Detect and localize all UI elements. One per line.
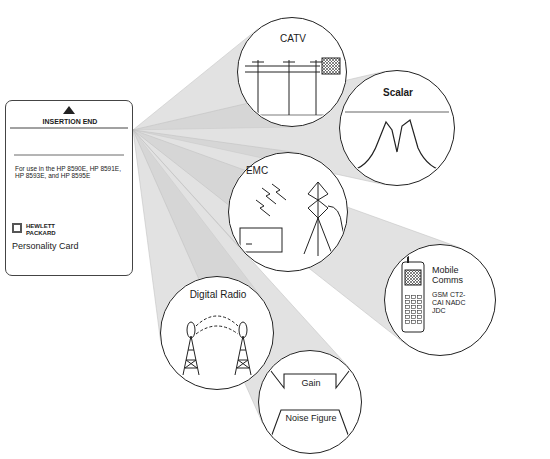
application-circle: Scalar	[339, 70, 455, 186]
catv-poles	[240, 58, 344, 115]
standard-list: GSM CT2-CAI NADC JDC	[432, 291, 468, 315]
application-circle: Digital Radio	[160, 276, 274, 390]
radio-towers	[183, 316, 251, 375]
circle-title: EMC	[237, 165, 277, 177]
card-note: For use in the HP 8590E, HP 8591E, HP 85…	[15, 165, 127, 180]
emc-antenna	[240, 182, 350, 256]
circle-title: Digital Radio	[173, 289, 263, 301]
circle-title: Mobile Comms	[432, 265, 474, 286]
brand-name: HEWLETT PACKARD	[26, 223, 86, 237]
card-name: Personality Card	[12, 241, 128, 251]
circle-title: CATV	[263, 33, 323, 45]
personality-card: INSERTION END For use in the HP 8590E, HP…	[5, 100, 133, 276]
mobile-phone	[402, 255, 424, 332]
scalar-trace	[345, 112, 449, 172]
circle-title: Scalar	[364, 87, 432, 99]
circle-grounds	[160, 17, 496, 454]
trace-label: Noise Figure	[276, 413, 346, 423]
gain-noise-traces	[264, 362, 356, 440]
trace-label: Gain	[296, 378, 326, 388]
card-heading: INSERTION END	[10, 118, 130, 126]
application-circle: Mobile CommsGSM CT2-CAI NADC JDC	[384, 244, 496, 356]
application-circle: GainNoise Figure	[258, 350, 362, 454]
application-circle: CATV	[237, 17, 347, 127]
application-circle: EMC	[228, 152, 348, 272]
card-details	[10, 106, 128, 233]
